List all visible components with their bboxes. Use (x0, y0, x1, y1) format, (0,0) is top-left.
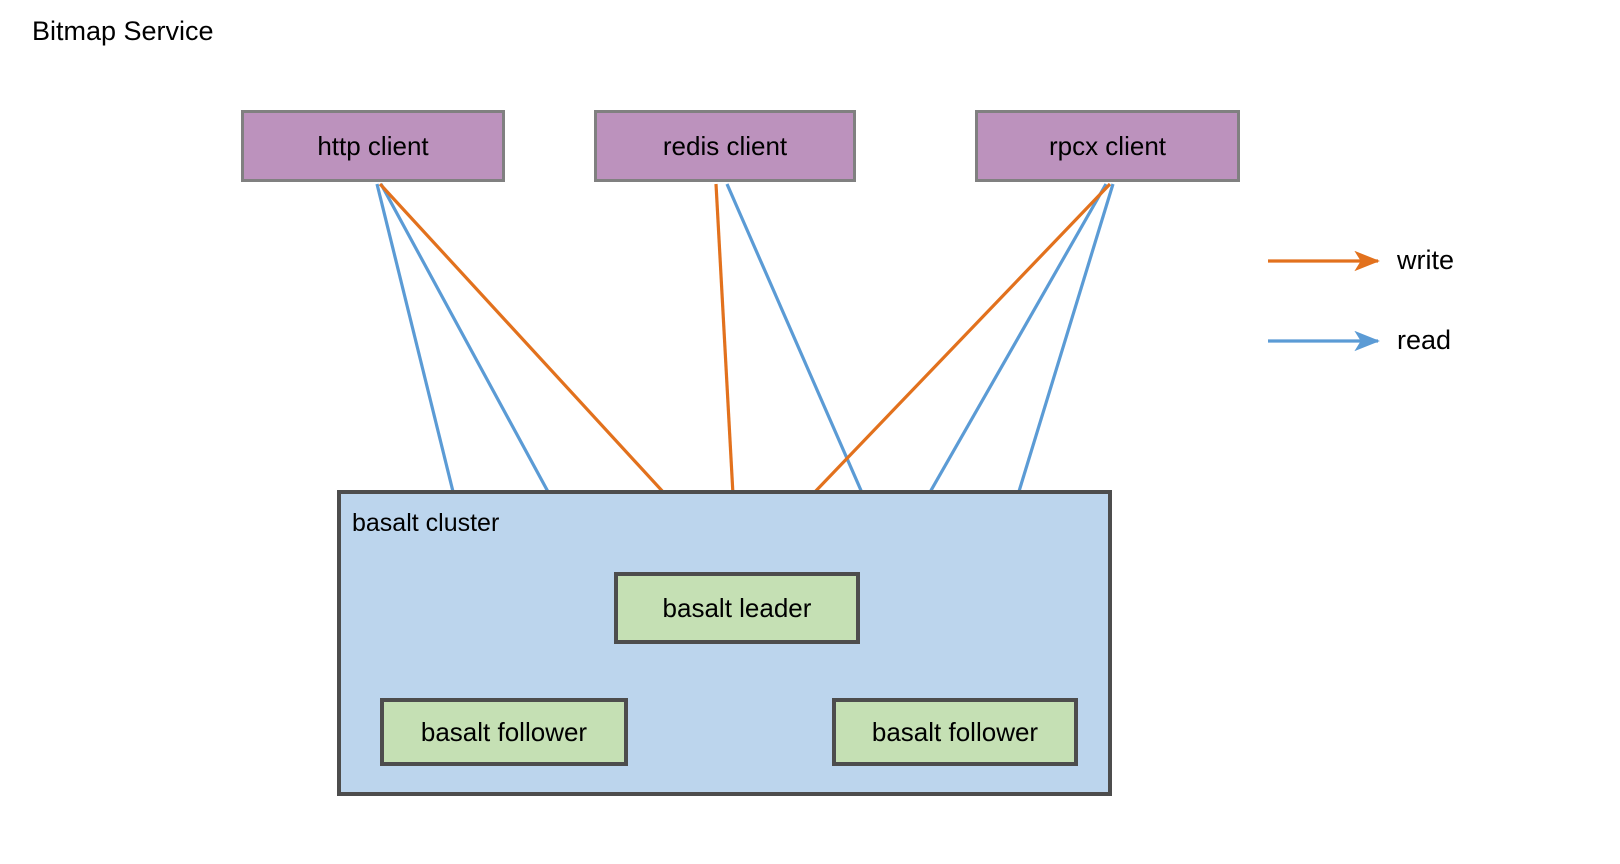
basalt-cluster-label: basalt cluster (352, 509, 500, 537)
page-title: Bitmap Service (32, 16, 214, 46)
rpcx-client[interactable]: rpcx client (975, 110, 1240, 182)
legend-write-label: write (1397, 245, 1455, 275)
basalt-follower-right[interactable]: basalt follower (832, 698, 1078, 766)
legend-arrows (1268, 250, 1380, 352)
legend-read-label: read (1397, 325, 1452, 355)
redis-client[interactable]: redis client (594, 110, 856, 182)
http-client[interactable]: http client (241, 110, 505, 182)
basalt-leader[interactable]: basalt leader (614, 572, 860, 644)
basalt-follower-left[interactable]: basalt follower (380, 698, 628, 766)
